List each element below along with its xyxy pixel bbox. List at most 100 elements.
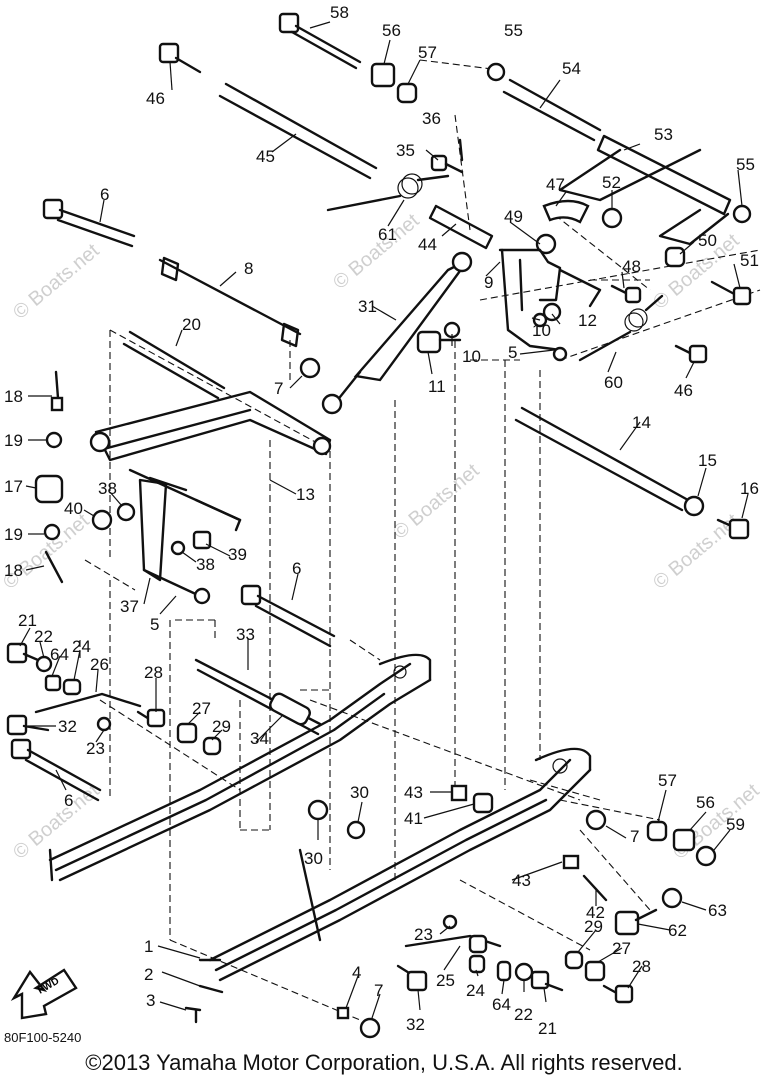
part-shaft-33	[194, 658, 322, 736]
part-bolt-46	[158, 42, 202, 74]
part-38a	[116, 502, 136, 522]
watermark: © Boats.net	[9, 779, 104, 863]
part-bolt-28b	[602, 984, 634, 1004]
part-bolt-32	[6, 714, 50, 736]
part-bolt-21	[6, 642, 40, 664]
part-22b	[514, 962, 534, 982]
callout-label: 38	[98, 479, 117, 498]
callout-label: 30	[350, 783, 369, 802]
part-40	[91, 509, 113, 531]
callout-label: 19	[4, 525, 23, 544]
part-nut-52	[601, 207, 623, 229]
callout-label: 57	[418, 43, 437, 62]
part-nut-55	[486, 62, 506, 82]
part-39	[192, 530, 212, 550]
part-collar-57	[396, 82, 418, 104]
callout-label: 30	[304, 849, 323, 868]
callout-label: 35	[396, 141, 415, 160]
callout-label: 28	[632, 957, 651, 976]
part-bolt-6-bottom	[10, 738, 102, 802]
callout-label: 51	[740, 251, 759, 270]
part-41	[472, 792, 494, 814]
callout-label: 49	[504, 207, 523, 226]
part-nut-15	[683, 495, 705, 517]
callout-labels: 58 56 55 46 57 54 36 53 45 35 55 52 47 6…	[4, 3, 759, 1038]
part-42	[582, 874, 608, 902]
part-29	[202, 736, 222, 756]
callout-label: 44	[418, 235, 437, 254]
callout-label: 39	[228, 545, 247, 564]
part-24b	[468, 954, 486, 974]
callout-label: 1	[144, 937, 153, 956]
part-block-56b	[672, 828, 696, 852]
callout-label: 29	[212, 717, 231, 736]
callout-label: 18	[4, 561, 23, 580]
callout-label: 3	[146, 991, 155, 1010]
callout-label: 17	[4, 477, 23, 496]
callout-label: 59	[726, 815, 745, 834]
copyright-notice: ©2013 Yamaha Motor Corporation, U.S.A. A…	[85, 1050, 683, 1075]
callout-label: 23	[414, 925, 433, 944]
part-4	[336, 1006, 350, 1020]
callout-label: 27	[612, 939, 631, 958]
part-44	[428, 204, 494, 250]
callout-label: 54	[562, 59, 581, 78]
callout-label: 43	[404, 783, 423, 802]
callout-label: 36	[422, 109, 441, 128]
callout-label: 64	[492, 995, 511, 1014]
callout-label: 32	[406, 1015, 425, 1034]
callout-label: 32	[58, 717, 77, 736]
callout-label: 20	[182, 315, 201, 334]
part-bolt-46b	[674, 344, 708, 364]
part-nut-7-right	[585, 809, 607, 831]
part-swing-arm-13	[89, 390, 332, 532]
part-38b	[170, 540, 186, 556]
part-27b	[584, 960, 606, 982]
parts	[6, 12, 752, 1039]
part-shaft-54	[508, 78, 602, 132]
callout-label: 61	[378, 225, 397, 244]
callout-label: 38	[196, 555, 215, 574]
part-nut-7-top	[299, 357, 321, 379]
part-bolt-51	[710, 280, 752, 306]
part-spring-61	[326, 173, 450, 212]
part-block-56	[370, 62, 396, 88]
part-screw-3	[184, 1006, 202, 1024]
callout-label: 23	[86, 739, 105, 758]
part-23	[96, 716, 112, 732]
callout-label: 43	[512, 871, 531, 890]
part-nut-30a	[307, 799, 329, 821]
callout-label: 28	[144, 663, 163, 682]
callout-label: 8	[244, 259, 253, 278]
part-pin-18	[50, 370, 64, 412]
callout-label: 24	[72, 637, 91, 656]
part-spring-60	[578, 294, 664, 362]
part-nut-63	[661, 887, 683, 909]
callout-label: 45	[256, 147, 275, 166]
callout-label: 18	[4, 387, 23, 406]
part-64b	[496, 960, 512, 982]
part-nut-55b	[732, 204, 752, 224]
part-27	[176, 722, 198, 744]
callout-label: 7	[274, 379, 283, 398]
callout-label: 24	[466, 981, 485, 1000]
part-24	[62, 678, 82, 696]
part-spring-25	[404, 934, 502, 948]
part-bracket-37	[138, 478, 211, 605]
callout-label: 4	[352, 963, 361, 982]
part-washer-19b	[43, 523, 61, 541]
part-nut-7-lower	[359, 1017, 381, 1039]
part-bolt-11	[416, 330, 462, 354]
callout-label: 58	[330, 3, 349, 22]
part-bolt-21b	[530, 970, 564, 992]
part-23b	[442, 914, 458, 930]
part-collar-57b	[646, 820, 668, 842]
part-bolt-16	[716, 518, 750, 540]
callout-label: 48	[622, 257, 641, 276]
callout-label: 5	[508, 343, 517, 362]
part-17	[34, 474, 64, 504]
part-5-top	[552, 346, 568, 362]
part-nut-30b	[346, 820, 366, 840]
callout-label: 50	[698, 231, 717, 250]
